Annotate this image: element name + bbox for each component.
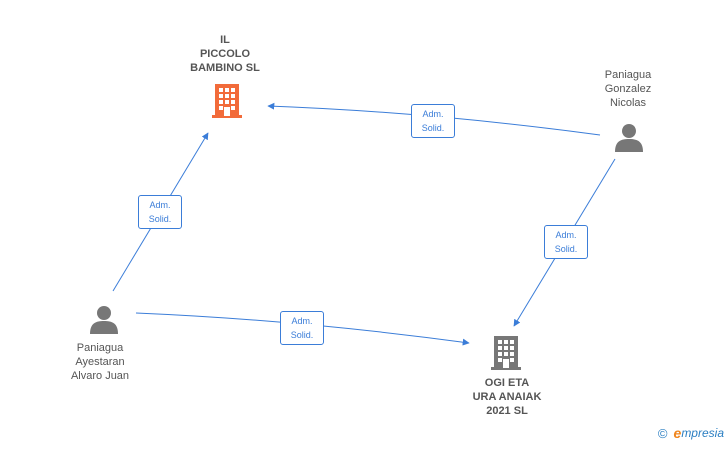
empresia-watermark: © e mpresia: [658, 425, 724, 441]
building-icon[interactable]: [490, 336, 522, 370]
edge-label-gonzalez-piccolo[interactable]: Adm. Solid.: [411, 104, 455, 138]
person-label-paniagua-ayestaran: Paniagua Ayestaran Alvaro Juan: [70, 342, 130, 382]
person-label-paniagua-gonzalez: Paniagua Gonzalez Nicolas: [604, 69, 652, 109]
person-icon[interactable]: [614, 122, 644, 152]
brand-logo-text: mpresia: [681, 426, 724, 440]
company-label-ogi: OGI ETA URA ANAIAK 2021 SL: [472, 377, 542, 417]
edge-label-gonzalez-ogi[interactable]: Adm. Solid.: [544, 225, 588, 259]
person-icon[interactable]: [89, 304, 119, 334]
edge-label-ayestaran-ogi[interactable]: Adm. Solid.: [280, 311, 324, 345]
company-label-piccolo: IL PICCOLO BAMBINO SL: [190, 34, 260, 74]
edge-label-ayestaran-piccolo[interactable]: Adm. Solid.: [138, 195, 182, 229]
copyright-symbol: ©: [657, 425, 668, 441]
brand-logo-initial: e: [673, 425, 682, 441]
building-icon[interactable]: [211, 84, 243, 118]
